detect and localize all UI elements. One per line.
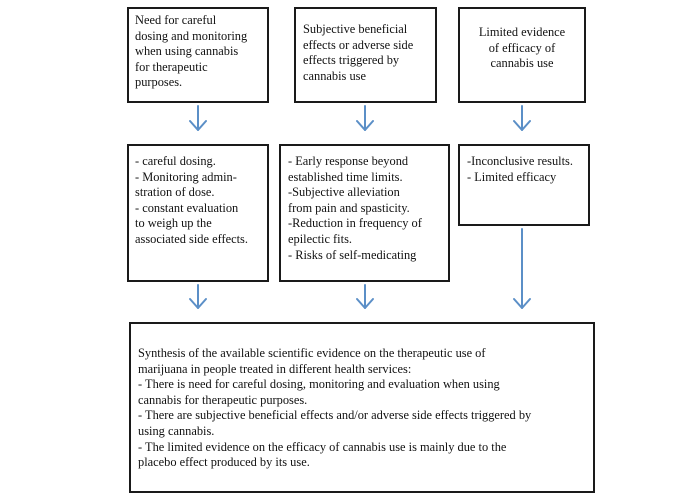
text-line: cannabis use (303, 68, 366, 83)
text-line: using cannabis. (138, 423, 215, 438)
middle-box-dosing-details: - careful dosing.- Monitoring admin-stra… (127, 144, 269, 282)
middle-box-efficacy-details-text: -Inconclusive results.- Limited efficacy (467, 154, 584, 185)
arrow-top-to-middle-3 (513, 105, 531, 131)
text-line: placebo effect produced by its use. (138, 455, 310, 470)
text-line: -Subjective alleviation (288, 185, 400, 200)
text-line: -Inconclusive results. (467, 154, 573, 168)
text-line: cannabis use (490, 56, 554, 71)
text-line: - Monitoring admin- (135, 169, 237, 184)
text-line: Synthesis of the available scientific ev… (138, 346, 486, 360)
text-line: Need for careful (135, 13, 217, 27)
text-line: - constant evaluation (135, 200, 239, 215)
synthesis-box: Synthesis of the available scientific ev… (129, 322, 595, 493)
text-line: - careful dosing. (135, 154, 216, 168)
text-line: - There are subjective beneficial effect… (138, 408, 532, 423)
middle-box-efficacy-details: -Inconclusive results.- Limited efficacy (458, 144, 590, 226)
text-line: - Limited efficacy (467, 169, 557, 184)
arrow-top-to-middle-1 (189, 105, 207, 131)
text-line: from pain and spasticity. (288, 200, 410, 215)
text-line: Limited evidence (478, 25, 566, 39)
text-line: stration of dose. (135, 185, 215, 200)
text-line: -Reduction in frequency of (288, 216, 422, 231)
text-line: effects triggered by (303, 53, 400, 68)
text-line: effects or adverse side (303, 37, 414, 52)
text-line: to weigh up the (135, 216, 212, 231)
text-line: marijuana in people treated in different… (138, 361, 412, 376)
arrow-middle-to-synthesis-1 (189, 284, 207, 309)
text-line: - There is need for careful dosing, moni… (138, 377, 500, 392)
text-line: epilectic fits. (288, 231, 352, 246)
arrow-middle-to-synthesis-3 (513, 228, 531, 309)
arrow-middle-to-synthesis-2 (356, 284, 374, 309)
text-line: Subjective beneficial (303, 22, 408, 36)
text-line: - The limited evidence on the efficacy o… (138, 439, 507, 454)
text-line: cannabis for therapeutic purposes. (138, 392, 308, 407)
text-line: - Early response beyond (288, 154, 409, 168)
text-line: when using cannabis (135, 44, 239, 59)
arrow-top-to-middle-2 (356, 105, 374, 131)
text-line: - Risks of self-medicating (288, 247, 417, 262)
text-line: established time limits. (288, 169, 403, 184)
middle-box-dosing-details-text: - careful dosing.- Monitoring admin-stra… (135, 154, 263, 248)
text-line: of efficacy of (488, 40, 556, 55)
text-line: for therapeutic (135, 59, 208, 74)
text-line: purposes. (135, 75, 183, 90)
text-line: dosing and monitoring (135, 28, 248, 43)
synthesis-text: Synthesis of the available scientific ev… (138, 346, 587, 471)
text-line: associated side effects. (135, 231, 248, 246)
